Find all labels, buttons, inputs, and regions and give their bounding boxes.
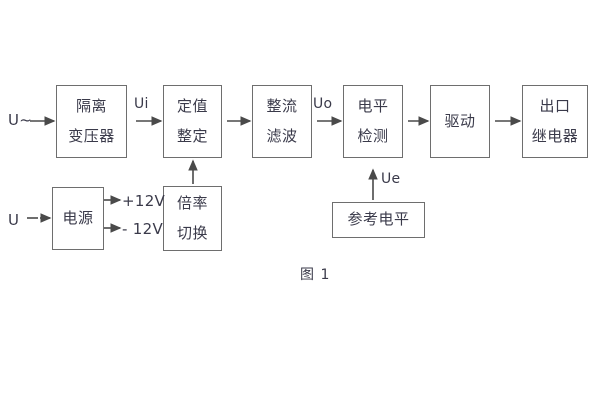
input-dc-label: U <box>8 211 20 229</box>
block-drive[interactable]: 驱动 <box>430 85 490 158</box>
minus-12v-label: - 12V <box>122 220 164 238</box>
block-output-relay-line-1: 出口 <box>539 96 571 115</box>
block-level-detection[interactable]: 电平 检测 <box>343 85 403 158</box>
plus-12v-label: +12V <box>122 192 166 210</box>
block-isolation-transformer-line-2: 变压器 <box>68 126 115 145</box>
block-multiplier-switch-line-1: 倍率 <box>176 193 208 212</box>
block-rectify-filter[interactable]: 整流 滤波 <box>252 85 312 158</box>
block-reference-level[interactable]: 参考电平 <box>332 202 425 238</box>
block-setting-value-line-1: 定值 <box>176 96 208 115</box>
block-output-relay[interactable]: 出口 继电器 <box>522 85 588 158</box>
figure-caption: 图 1 <box>300 267 331 283</box>
block-isolation-transformer-line-1: 隔离 <box>75 96 107 115</box>
block-power-supply-line-1: 电源 <box>62 208 94 227</box>
block-drive-line-1: 驱动 <box>444 111 476 130</box>
block-output-relay-line-2: 继电器 <box>531 126 579 145</box>
block-setting-value[interactable]: 定值 整定 <box>163 85 222 158</box>
block-reference-level-line-1: 参考电平 <box>347 210 410 229</box>
block-level-detection-line-2: 检测 <box>357 126 389 145</box>
block-rectify-filter-line-1: 整流 <box>266 96 298 115</box>
signal-ui-label: Ui <box>134 96 149 112</box>
block-power-supply[interactable]: 电源 <box>52 187 104 250</box>
block-level-detection-line-1: 电平 <box>357 96 389 115</box>
block-multiplier-switch[interactable]: 倍率 切换 <box>163 186 222 251</box>
block-setting-value-line-2: 整定 <box>176 126 208 145</box>
signal-ue-label: Ue <box>381 171 401 187</box>
block-multiplier-switch-line-2: 切换 <box>176 223 208 242</box>
block-isolation-transformer[interactable]: 隔离 变压器 <box>56 85 127 158</box>
signal-uo-label: Uo <box>313 96 333 112</box>
block-rectify-filter-line-2: 滤波 <box>266 126 298 145</box>
input-ac-label: U~ <box>8 111 33 129</box>
